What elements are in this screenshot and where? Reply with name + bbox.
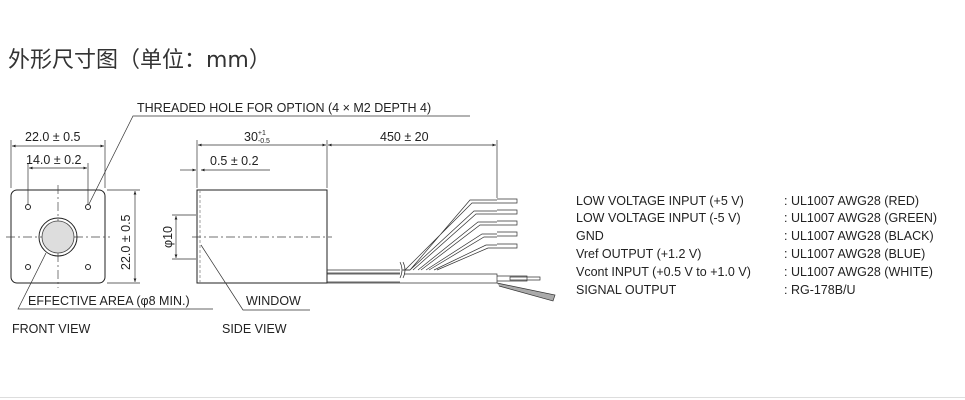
cables: [327, 198, 556, 302]
wiring-row: SIGNAL OUTPUT : RG-178B/U: [576, 283, 856, 297]
divider: [0, 397, 965, 398]
coax-cable: [327, 273, 556, 302]
wiring-row: Vref OUTPUT (+1.2 V) : UL1007 AWG28 (BLU…: [576, 247, 925, 261]
effective-area-label: EFFECTIVE AREA (φ8 MIN.): [28, 294, 190, 308]
wiring-row: LOW VOLTAGE INPUT (-5 V) : UL1007 AWG28 …: [576, 211, 937, 225]
svg-text:SIGNAL OUTPUT: SIGNAL OUTPUT: [576, 283, 677, 297]
threaded-holes: [25, 204, 91, 270]
side-view-label: SIDE VIEW: [222, 322, 287, 336]
svg-text:: UL1007 AWG28 (RED): : UL1007 AWG28 (RED): [784, 194, 919, 208]
front-view: 22.0 ± 0.5 14.0 ± 0.2 22.0 ± 0.5 THREADE…: [6, 101, 470, 336]
svg-text:: RG-178B/U: : RG-178B/U: [784, 283, 856, 297]
wire-bundle: [403, 198, 518, 271]
hole-pitch-dimension: 14.0 ± 0.2: [26, 153, 82, 167]
front-height-dimension: 22.0 ± 0.5: [119, 214, 133, 270]
window-label: WINDOW: [246, 294, 301, 308]
svg-text:: UL1007 AWG28 (BLUE): : UL1007 AWG28 (BLUE): [784, 247, 925, 261]
window-diameter-dimension: φ10: [161, 226, 175, 248]
side-length-dimension: 30+1-0.5: [244, 130, 270, 145]
wiring-legend: LOW VOLTAGE INPUT (+5 V) : UL1007 AWG28 …: [576, 194, 937, 297]
svg-text:LOW VOLTAGE INPUT (-5 V): LOW VOLTAGE INPUT (-5 V): [576, 211, 741, 225]
page-title: 外形尺寸图（单位：mm）: [8, 48, 271, 73]
cable-length-dimension: 450 ± 20: [380, 130, 429, 144]
wiring-row: LOW VOLTAGE INPUT (+5 V) : UL1007 AWG28 …: [576, 194, 919, 208]
svg-text:: UL1007 AWG28 (GREEN): : UL1007 AWG28 (GREEN): [784, 211, 937, 225]
svg-text:GND: GND: [576, 229, 604, 243]
effective-area-circle: [41, 220, 75, 254]
side-body-outline: [196, 189, 328, 284]
threaded-hole-label: THREADED HOLE FOR OPTION (4 × M2 DEPTH 4…: [137, 101, 431, 115]
window-offset-dimension: 0.5 ± 0.2: [210, 154, 259, 168]
front-view-label: FRONT VIEW: [12, 322, 90, 336]
wiring-row: GND : UL1007 AWG28 (BLACK): [576, 229, 934, 243]
svg-text:Vcont INPUT (+0.5 V to +1.0 V): Vcont INPUT (+0.5 V to +1.0 V): [576, 265, 751, 279]
svg-text:Vref OUTPUT (+1.2 V): Vref OUTPUT (+1.2 V): [576, 247, 701, 261]
wiring-row: Vcont INPUT (+0.5 V to +1.0 V) : UL1007 …: [576, 265, 933, 279]
front-width-dimension: 22.0 ± 0.5: [25, 130, 81, 144]
svg-text:LOW VOLTAGE INPUT (+5 V): LOW VOLTAGE INPUT (+5 V): [576, 194, 744, 208]
side-view: 30+1-0.5 0.5 ± 0.2 φ10 WINDOW SIDE VIEW …: [161, 130, 498, 336]
svg-text:: UL1007 AWG28 (BLACK): : UL1007 AWG28 (BLACK): [784, 229, 934, 243]
svg-text:: UL1007 AWG28 (WHITE): : UL1007 AWG28 (WHITE): [784, 265, 933, 279]
